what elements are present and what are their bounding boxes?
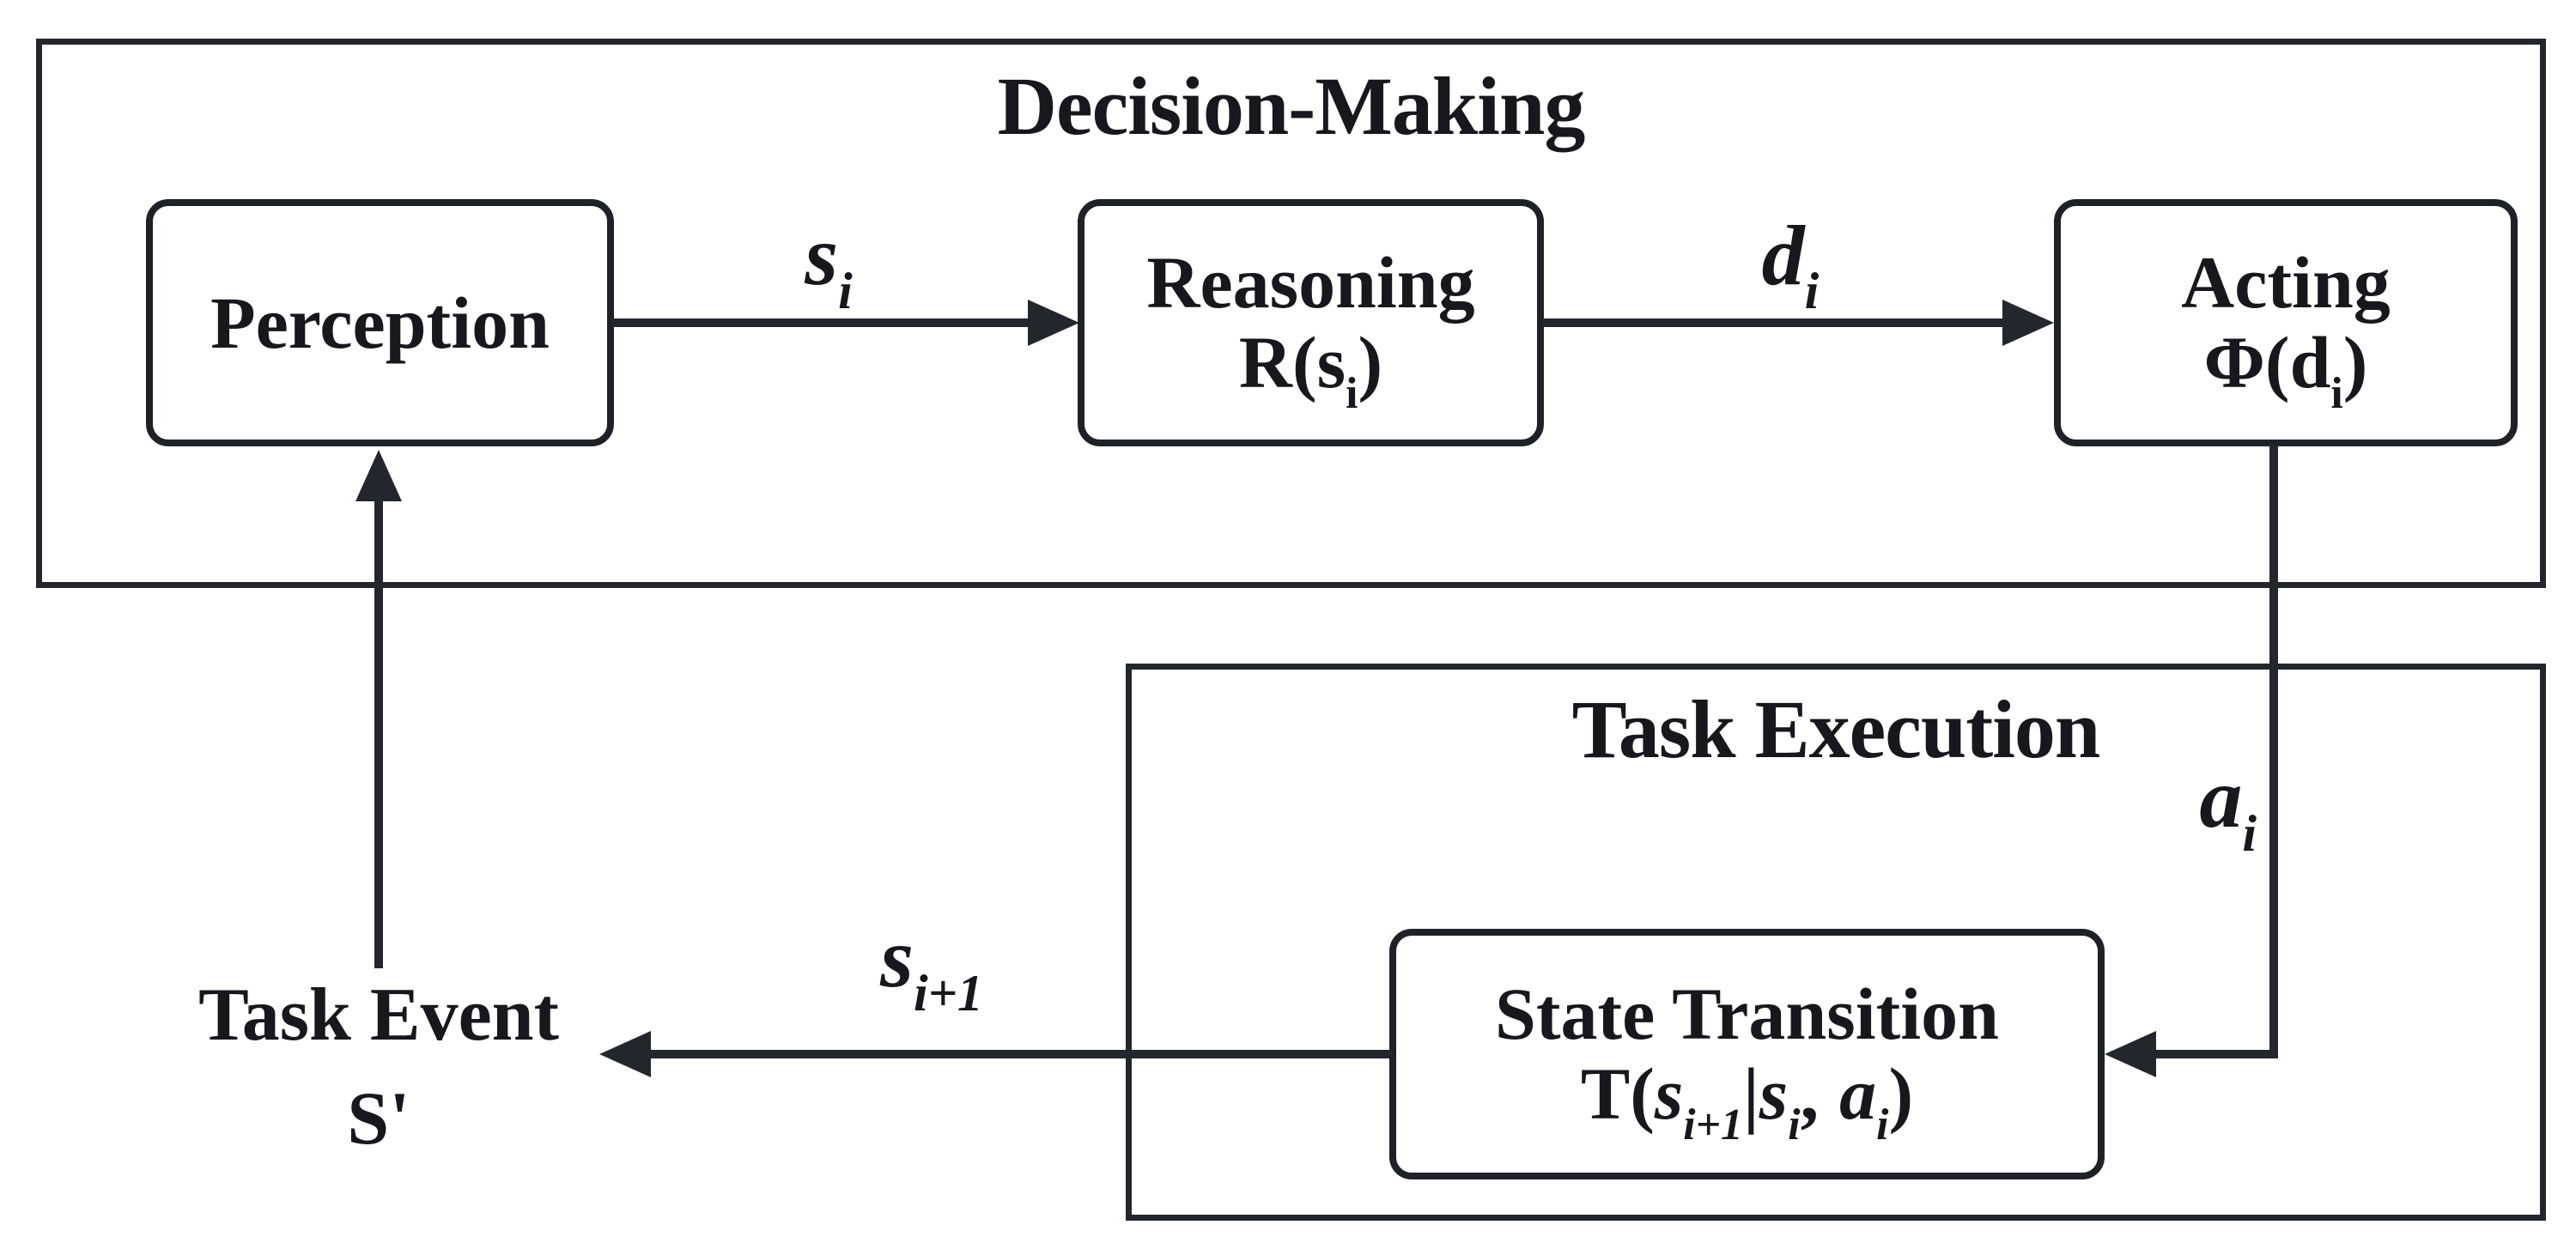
acting-label: Acting — [2181, 241, 2391, 324]
edge-label-si-sub: i — [838, 263, 853, 320]
acting-formula-open: Φ( — [2203, 321, 2290, 403]
perception-node: Perception — [146, 199, 614, 446]
edge-label-si1: si+1 — [760, 908, 1103, 1019]
perception-label: Perception — [210, 281, 550, 364]
arrow-task-event-to-perception-line — [374, 496, 383, 968]
arrow-reasoning-to-acting-line — [1542, 318, 2006, 327]
state-transition-node: State Transition T(si+1|si,ai) — [1389, 929, 2105, 1179]
state-formula-comma: , — [1800, 1052, 1820, 1135]
task-event-line2: S' — [347, 1077, 410, 1161]
state-transition-label: State Transition — [1495, 973, 1999, 1056]
acting-node: Acting Φ(di) — [2054, 199, 2518, 446]
edge-label-ai-sub: i — [2242, 805, 2257, 863]
state-formula-sub3: i — [1876, 1101, 1889, 1150]
state-formula-var1: s — [1654, 1052, 1684, 1135]
arrow-state-to-task-event-line — [649, 1050, 1393, 1058]
reasoning-formula-var: s — [1316, 321, 1346, 403]
arrow-perception-to-reasoning-line — [611, 318, 1036, 327]
state-formula-close: ) — [1888, 1052, 1914, 1135]
arrow-state-to-task-event-head — [599, 1031, 651, 1077]
task-event-label: Task Event S' — [121, 963, 636, 1172]
state-formula-sub2: i — [1788, 1101, 1801, 1150]
acting-formula-sub: i — [2330, 369, 2343, 419]
arrow-acting-to-state-head — [2105, 1031, 2156, 1077]
edge-label-si1-sub: i+1 — [914, 965, 983, 1022]
reasoning-formula-open: R( — [1238, 321, 1317, 403]
edge-label-di: di — [1619, 206, 1962, 317]
acting-formula-close: ) — [2342, 321, 2368, 403]
edge-label-di-base: d — [1761, 208, 1805, 303]
edge-label-di-sub: i — [1804, 263, 1820, 320]
arrow-perception-to-reasoning-head — [1028, 300, 1079, 346]
edge-label-ai: ai — [1999, 749, 2257, 859]
decision-making-box — [36, 39, 2546, 588]
state-formula-open: T( — [1580, 1052, 1655, 1135]
acting-formula-var: d — [2289, 321, 2331, 403]
state-formula-var2: s — [1759, 1052, 1789, 1135]
arrow-acting-to-state-hline — [2151, 1050, 2278, 1058]
decision-making-title: Decision-Making — [997, 60, 1586, 152]
edge-label-si-base: s — [805, 208, 839, 303]
state-formula-var3: a — [1839, 1052, 1877, 1135]
edge-label-si1-base: s — [880, 910, 914, 1005]
reasoning-label: Reasoning — [1146, 241, 1475, 324]
reasoning-formula-close: ) — [1358, 321, 1383, 403]
edge-label-ai-base: a — [2199, 750, 2243, 846]
arrow-task-event-to-perception-head — [355, 450, 402, 501]
reasoning-formula: R(si) — [1238, 321, 1383, 416]
task-execution-title: Task Execution — [1571, 683, 2101, 775]
state-formula-bar: | — [1742, 1052, 1759, 1135]
acting-formula: Φ(di) — [2203, 321, 2368, 416]
task-execution-box — [1126, 664, 2546, 1221]
arrow-acting-to-state-vline — [2269, 445, 2278, 1058]
reasoning-formula-sub: i — [1346, 369, 1358, 419]
state-transition-formula: T(si+1|si,ai) — [1580, 1052, 1914, 1148]
arrow-reasoning-to-acting-head — [2002, 300, 2054, 346]
state-formula-sub1: i+1 — [1683, 1101, 1743, 1150]
task-event-line1: Task Event — [198, 973, 559, 1057]
reasoning-node: Reasoning R(si) — [1078, 199, 1544, 446]
edge-label-si: si — [657, 206, 1000, 317]
